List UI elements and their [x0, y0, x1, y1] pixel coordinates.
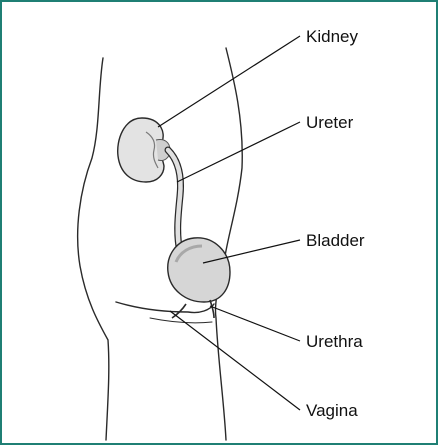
body-outline — [78, 48, 243, 440]
kidney-leader-line — [158, 36, 300, 127]
ureter-label: Ureter — [306, 114, 353, 131]
left-torso-outline — [78, 58, 109, 440]
right-torso-outline — [215, 48, 242, 440]
bladder-illustration — [168, 238, 230, 302]
vagina-label: Vagina — [306, 402, 358, 419]
kidney-illustration — [118, 118, 170, 182]
urethra-leader-line — [210, 306, 300, 341]
vagina-leader-line — [170, 311, 300, 410]
urethra-label: Urethra — [306, 333, 363, 350]
urethra-illustration — [210, 300, 214, 318]
leg-crease-line — [116, 302, 214, 313]
bladder-label: Bladder — [306, 232, 365, 249]
ureter-leader-line — [177, 122, 300, 182]
kidney-label: Kidney — [306, 28, 358, 45]
